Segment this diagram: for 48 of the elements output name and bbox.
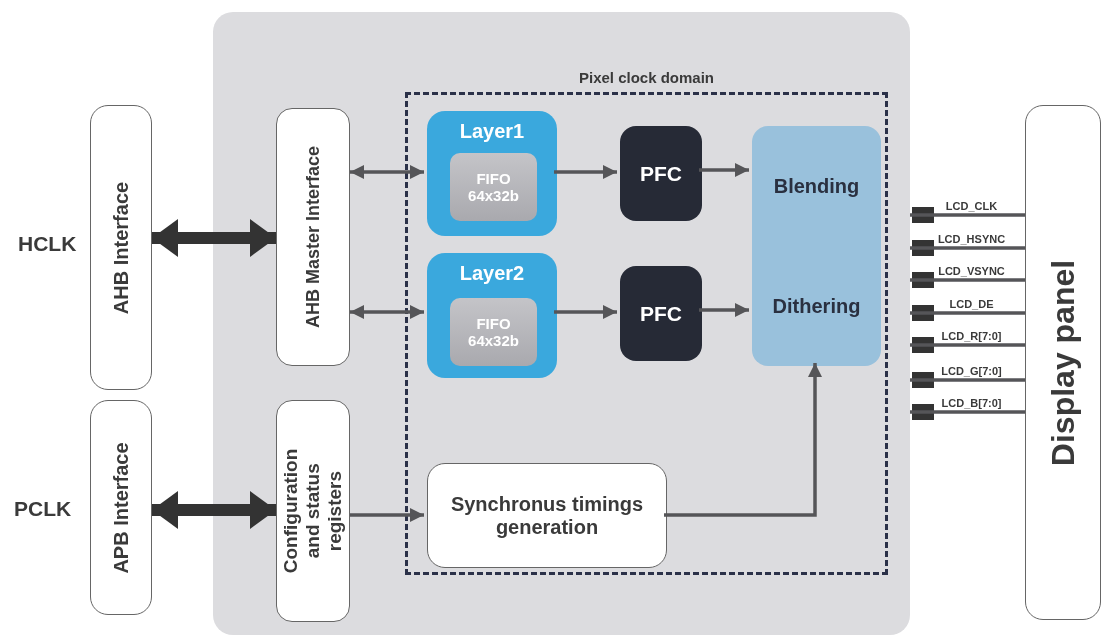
signal-label: LCD_HSYNC (937, 233, 1006, 245)
interface-box (90, 400, 152, 615)
block-label: Layer2 (459, 262, 525, 285)
display-panel-box (1025, 105, 1101, 620)
signal-label: LCD_B[7:0] (941, 397, 1002, 409)
signal-label: LCD_R[7:0] (941, 330, 1002, 342)
block-label: FIFO 64x32b (467, 314, 520, 350)
block-label: Configuration and status registers (280, 448, 346, 574)
layer-box (427, 111, 557, 236)
block-label: PFC (639, 161, 683, 186)
signal-label: LCD_VSYNC (938, 265, 1005, 277)
arrow (699, 163, 749, 177)
pfc-box (620, 266, 702, 361)
block-label: APB Interface (109, 441, 133, 574)
fifo-box (450, 298, 537, 366)
interface-box (276, 108, 350, 366)
block-label: AHB Master Interface (302, 145, 324, 329)
signal-label: LCD_DE (949, 298, 994, 310)
arrow (664, 363, 822, 517)
block-label: Synchronus timings generation (449, 492, 645, 539)
block-label: AHB Interface (109, 181, 133, 314)
block-label: FIFO 64x32b (467, 169, 520, 205)
signal-label: LCD_G[7:0] (941, 365, 1002, 377)
arrow (699, 303, 749, 317)
arrow (554, 165, 617, 179)
register-box (276, 400, 350, 622)
block-label: Layer1 (459, 120, 525, 143)
block-label: Blending (773, 174, 860, 198)
layer-box (427, 253, 557, 378)
block-background (213, 12, 910, 635)
arrow (350, 165, 424, 179)
clock-label: PCLK (14, 497, 72, 521)
arrow (152, 219, 276, 257)
blending-box (752, 126, 881, 366)
arrow (350, 305, 424, 319)
block-label: Pixel clock domain (578, 69, 715, 87)
timing-box (427, 463, 667, 568)
interface-box (90, 105, 152, 390)
arrow (152, 491, 276, 529)
block-label: PFC (639, 301, 683, 326)
signal-label: LCD_CLK (945, 200, 998, 212)
arrow (350, 508, 424, 522)
pfc-box (620, 126, 702, 221)
clock-label: HCLK (18, 232, 77, 256)
fifo-box (450, 153, 537, 221)
arrow (554, 305, 617, 319)
block-label: Display panel (1044, 259, 1082, 466)
block-label: Dithering (772, 294, 861, 318)
